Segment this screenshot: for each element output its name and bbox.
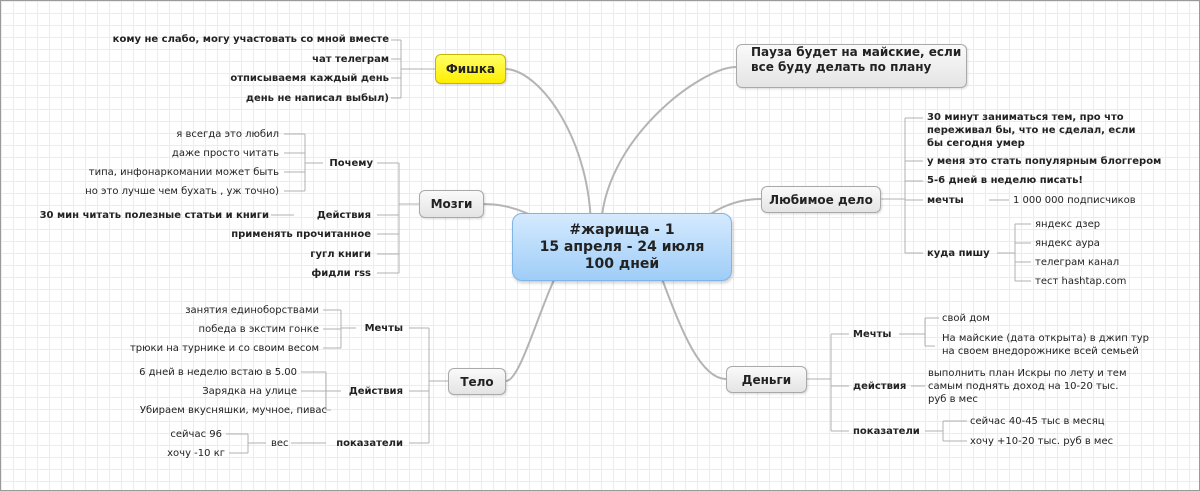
mozgi-pochemu-label: Почему <box>329 158 373 169</box>
lyubimoe-item-1: 30 минут заниматься тем, про что пережив… <box>927 111 1135 150</box>
mozgi-feedly: фидли rss <box>311 268 371 279</box>
telo-mechty-item-2: победа в экстим гонке <box>198 324 319 335</box>
pochemu-item-3: типа, инфонаркомании может быть <box>88 167 279 178</box>
telo-ves-now: сейчас 96 <box>170 429 222 440</box>
telo-deystviya-item-2: Зарядка на улице <box>202 386 297 397</box>
fishka-item-4: день не написал выбыл) <box>245 93 389 104</box>
topic-dengi[interactable]: Деньги <box>726 366 807 393</box>
dengi-pokazateli-item-2: хочу +10-20 тыс. руб в мес <box>970 436 1114 447</box>
fishka-item-2: чат телеграм <box>312 54 389 65</box>
telo-pokazateli-label: показатели <box>336 438 403 449</box>
mozgi-google-books: гугл книги <box>310 249 371 260</box>
dengi-mechty-item-1: свой дом <box>942 313 990 324</box>
pochemu-item-4: но это лучше чем бухать , уж точно) <box>85 186 279 197</box>
lyubimoe-mechty-item: 1 000 000 подписчиков <box>1013 195 1136 206</box>
telo-ves-label: вес <box>271 438 289 449</box>
dengi-deystviya-item: выполнить план Искры по лету и тем самым… <box>928 367 1127 406</box>
mozgi-apply: применять прочитанное <box>231 229 371 240</box>
dengi-mechty-item-2-line-1: На майские (дата открыта) в джип тур <box>942 333 1150 344</box>
lyubimoe-item-1-line-3: бы сегодня умер <box>927 138 1025 149</box>
topic-telo[interactable]: Тело <box>448 368 506 395</box>
pause-line-1: Пауза будет на майские, если <box>751 45 962 59</box>
pause-line-2: все буду делать по плану <box>751 60 932 74</box>
dengi-deystviya-label: действия <box>853 381 907 392</box>
dengi-deystviya-line-1: выполнить план Искры по лету и тем <box>928 368 1127 379</box>
lyubimoe-kuda-label: куда пишу <box>927 248 990 259</box>
kuda-item-3: телеграм канал <box>1035 257 1120 268</box>
topic-fishka[interactable]: Фишка <box>435 54 506 84</box>
lyubimoe-item-1-line-1: 30 минут заниматься тем, про что <box>927 112 1124 123</box>
dengi-mechty-item-2-line-2: на своем внедорожнике всей семьей <box>942 346 1139 357</box>
telo-ves-goal: хочу -10 кг <box>167 448 225 459</box>
telo-mechty-item-1: занятия единоборствами <box>185 305 319 316</box>
dengi-mechty-item-2: На майские (дата открыта) в джип тур на … <box>942 332 1149 358</box>
lyubimoe-mechty-label: мечты <box>927 195 964 206</box>
central-title: #жарища - 1 <box>569 221 675 238</box>
topic-lyubimoe-delo[interactable]: Любимое дело <box>761 186 881 213</box>
lyubimoe-item-3: 5-6 дней в неделю писать! <box>927 175 1083 186</box>
lyubimoe-item-2: у меня это стать популярным блоггером <box>927 156 1162 167</box>
topic-telo-label: Тело <box>460 374 494 389</box>
kuda-item-1: яндекс дзер <box>1035 219 1101 230</box>
telo-mechty-label: Мечты <box>364 323 403 334</box>
kuda-item-4: тест hashtap.com <box>1035 276 1127 287</box>
dengi-deystviya-line-2: самым поднять доход на 10-20 тыс. <box>928 381 1119 392</box>
telo-deystviya-item-1: 6 дней в неделю встаю в 5.00 <box>139 367 297 378</box>
topic-mozgi-label: Мозги <box>430 197 473 211</box>
dengi-deystviya-line-3: руб в мес <box>928 394 978 405</box>
central-days: 100 дней <box>584 255 660 272</box>
telo-deystviya-label: Действия <box>348 386 403 397</box>
lyubimoe-item-1-line-2: переживал бы, что не сделал, если <box>927 125 1136 136</box>
dengi-mechty-label: Мечты <box>853 329 892 340</box>
mozgi-deystviya-item: 30 мин читать полезные статьи и книги <box>39 210 269 221</box>
topic-pause[interactable]: Пауза будет на майские, если все буду де… <box>736 44 967 88</box>
pochemu-item-2: даже просто читать <box>171 148 279 159</box>
fishka-item-1: кому не слабо, могу участовать со мной в… <box>112 34 389 45</box>
central-topic[interactable]: #жарища - 1 15 апреля - 24 июля 100 дней <box>512 213 732 281</box>
topic-mozgi[interactable]: Мозги <box>419 190 484 218</box>
topic-fishka-label: Фишка <box>445 62 496 76</box>
telo-mechty-item-3: трюки на турнике и со своим весом <box>129 343 319 354</box>
topic-dengi-label: Деньги <box>741 372 792 387</box>
pochemu-item-1: я всегда это любил <box>176 129 279 140</box>
telo-deystviya-item-3: Убираем вкусняшки, мучное, пивас <box>139 405 327 416</box>
mozgi-deystviya-label: Действия <box>316 210 371 221</box>
kuda-item-2: яндекс аура <box>1035 238 1100 249</box>
dengi-pokazateli-item-1: сейчас 40-45 тыс в месяц <box>970 416 1105 427</box>
central-dates: 15 апреля - 24 июля <box>539 238 705 255</box>
topic-lyubimoe-label: Любимое дело <box>769 192 873 207</box>
dengi-pokazateli-label: показатели <box>853 426 920 437</box>
fishka-item-3: отписываемя каждый день <box>230 73 389 84</box>
